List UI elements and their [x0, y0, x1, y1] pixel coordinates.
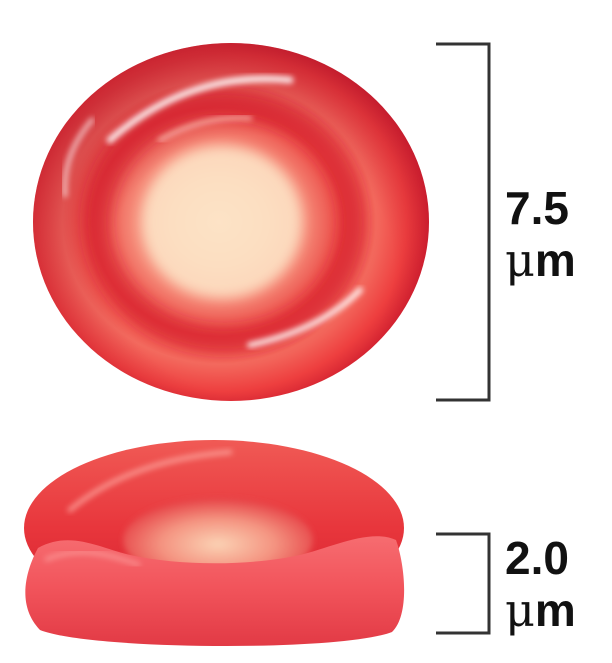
diameter-value: 7.5 — [505, 185, 576, 231]
thickness-unit-prefix: μ — [505, 583, 535, 637]
red-blood-cell-side-view — [24, 440, 404, 646]
thickness-value: 2.0 — [505, 535, 576, 581]
thickness-bracket — [436, 534, 489, 633]
diameter-unit-base: m — [535, 234, 576, 286]
thickness-unit-base: m — [535, 584, 576, 636]
diameter-label: 7.5 μm — [505, 185, 576, 283]
diameter-bracket — [436, 44, 489, 400]
red-blood-cell-face-view — [33, 43, 429, 401]
thickness-label: 2.0 μm — [505, 535, 576, 633]
thickness-unit: μm — [505, 587, 576, 633]
diameter-unit-prefix: μ — [505, 233, 535, 287]
diameter-unit: μm — [505, 237, 576, 283]
